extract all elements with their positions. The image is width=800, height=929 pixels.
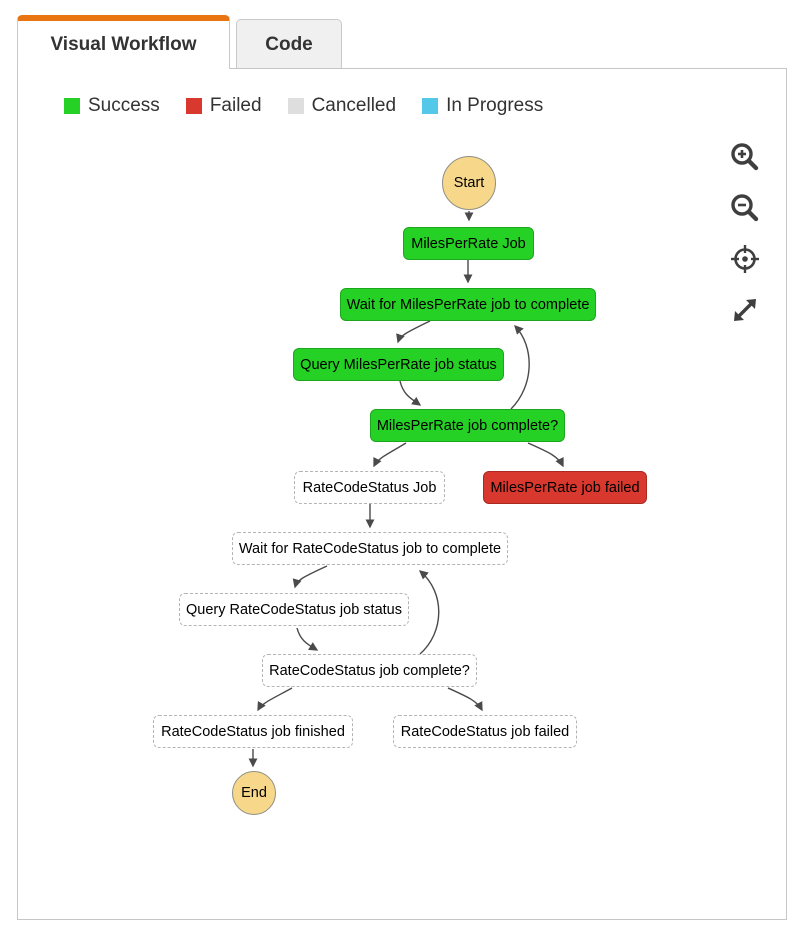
zoom-in-icon: [731, 143, 759, 171]
node-milesperrate-failed[interactable]: MilesPerRate job failed: [483, 471, 647, 504]
node-wait-ratecodestatus[interactable]: Wait for RateCodeStatus job to complete: [232, 532, 508, 565]
center-target-icon: [731, 245, 759, 273]
center-view-button[interactable]: [727, 241, 763, 277]
legend-item-success: Success: [64, 95, 160, 117]
failed-swatch: [185, 98, 202, 114]
node-milesperrate-complete[interactable]: MilesPerRate job complete?: [370, 409, 565, 442]
tab-visual-workflow-label: Visual Workflow: [50, 34, 197, 55]
expand-icon: [734, 299, 756, 321]
node-ratecodestatus-complete[interactable]: RateCodeStatus job complete?: [262, 654, 477, 687]
success-swatch: [64, 98, 80, 114]
node-wait-milesperrate[interactable]: Wait for MilesPerRate job to complete: [340, 288, 596, 321]
tab-visual-workflow[interactable]: Visual Workflow: [17, 15, 230, 69]
in-progress-swatch: [422, 98, 439, 114]
node-ratecodestatus-failed[interactable]: RateCodeStatus job failed: [393, 715, 577, 748]
status-legend: Success Failed Cancelled In Progress: [64, 95, 543, 117]
legend-item-in-progress: In Progress: [422, 95, 543, 117]
expand-button[interactable]: [727, 292, 763, 328]
legend-item-failed: Failed: [185, 95, 262, 117]
tab-code[interactable]: Code: [236, 19, 342, 69]
zoom-in-button[interactable]: [727, 139, 763, 175]
legend-label-cancelled: Cancelled: [311, 95, 397, 116]
node-query-ratecodestatus[interactable]: Query RateCodeStatus job status: [179, 593, 409, 626]
legend-label-success: Success: [88, 95, 160, 116]
node-ratecodestatus-finished[interactable]: RateCodeStatus job finished: [153, 715, 353, 748]
node-milesperrate-job[interactable]: MilesPerRate Job: [403, 227, 534, 260]
cancelled-swatch: [287, 98, 304, 114]
legend-label-in-progress: In Progress: [446, 95, 544, 116]
node-ratecodestatus-job[interactable]: RateCodeStatus Job: [294, 471, 445, 504]
zoom-out-button[interactable]: [727, 190, 763, 226]
node-start[interactable]: Start: [442, 156, 496, 210]
node-query-milesperrate[interactable]: Query MilesPerRate job status: [293, 348, 504, 381]
legend-item-cancelled: Cancelled: [287, 95, 397, 117]
node-end[interactable]: End: [232, 771, 276, 815]
legend-label-failed: Failed: [209, 95, 262, 116]
diagram-toolbar: [727, 139, 763, 328]
tab-code-label: Code: [265, 33, 313, 55]
zoom-out-icon: [731, 194, 759, 222]
